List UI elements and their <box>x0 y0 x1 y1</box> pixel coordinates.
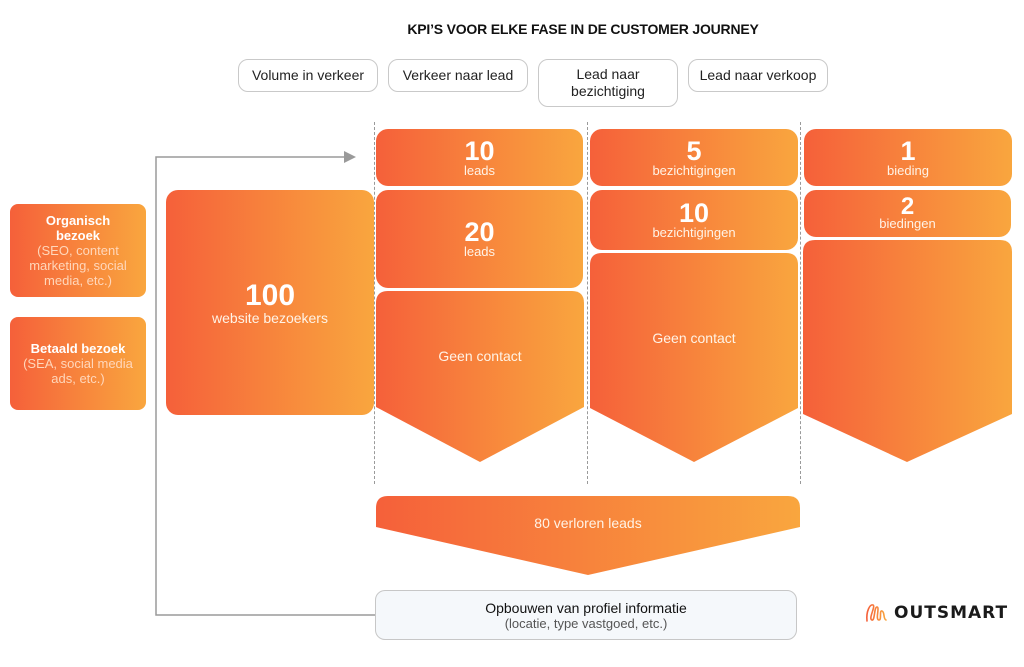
stage-label-line2: bezichtiging <box>571 83 645 99</box>
no-contact-arrow-3 <box>803 240 1012 462</box>
source-title: Betaald bezoek <box>30 341 126 356</box>
kpi-box-10-leads: 10 leads <box>376 129 583 186</box>
source-betaald-bezoek: Betaald bezoek (SEA, social media ads, e… <box>10 317 146 410</box>
stage-label: Verkeer naar lead <box>402 67 514 83</box>
column-divider <box>587 122 588 484</box>
stage-volume-in-verkeer: Volume in verkeer <box>238 59 378 92</box>
visitors-value: 100 <box>244 278 296 312</box>
source-organisch-bezoek: Organisch bezoek (SEO, content marketing… <box>10 204 146 297</box>
stage-verkeer-naar-lead: Verkeer naar lead <box>388 59 528 92</box>
profile-info-box: Opbouwen van profiel informatie (locatie… <box>375 590 797 640</box>
kpi-label: bieding <box>887 162 929 178</box>
no-contact-label-box: Geen contact <box>376 291 584 421</box>
profile-title: Opbouwen van profiel informatie <box>485 599 687 616</box>
diagram-title: KPI’S VOOR ELKE FASE IN DE CUSTOMER JOUR… <box>407 21 759 37</box>
kpi-value: 10 <box>678 198 710 228</box>
source-sub-line1: (SEA, social media <box>23 356 133 371</box>
empty-label-box <box>803 240 1012 420</box>
logo-text: OUTSMART <box>894 603 1009 623</box>
kpi-box-20-leads: 20 leads <box>376 190 583 288</box>
column-divider <box>800 122 801 484</box>
stage-lead-naar-bezichtiging: Lead naar bezichtiging <box>538 59 678 107</box>
no-contact-arrow-1 <box>376 291 584 462</box>
kpi-box-1-bieding: 1 bieding <box>804 129 1012 186</box>
no-contact-label: Geen contact <box>652 330 736 346</box>
stage-label: Lead naar verkoop <box>699 67 817 83</box>
kpi-value: 20 <box>464 217 495 247</box>
kpi-box-5-bezichtigingen: 5 bezichtigingen <box>590 129 798 186</box>
kpi-value: 10 <box>464 135 495 166</box>
arrow-head-icon <box>344 151 356 163</box>
lost-leads-label: 80 verloren leads <box>534 515 642 531</box>
no-contact-arrow-2 <box>590 253 798 462</box>
no-contact-label: Geen contact <box>438 348 522 364</box>
stage-label-line1: Lead naar <box>576 66 640 82</box>
visitors-box: 100 website bezoekers <box>166 190 374 415</box>
stage-label: Volume in verkeer <box>251 67 365 83</box>
source-sub-line2: ads, etc.) <box>51 371 105 386</box>
arrow-shape <box>376 291 584 462</box>
kpi-value: 1 <box>900 135 916 166</box>
kpi-value: 5 <box>686 135 702 166</box>
source-sub-line1: (SEO, content <box>37 243 119 258</box>
visitors-label: website bezoekers <box>212 309 328 326</box>
arrow-shape <box>590 253 798 462</box>
kpi-value: 2 <box>900 193 915 220</box>
kpi-label: leads <box>463 244 496 259</box>
source-sub-line2: marketing, social <box>29 258 127 273</box>
kpi-box-10-bezichtigingen: 10 bezichtigingen <box>590 190 798 250</box>
profile-subtitle: (locatie, type vastgoed, etc.) <box>504 615 668 631</box>
stage-lead-naar-verkoop: Lead naar verkoop <box>688 59 828 92</box>
source-sub-line3: media, etc.) <box>44 273 112 288</box>
connector-line <box>155 156 376 616</box>
kpi-label: bezichtigingen <box>652 162 736 178</box>
lost-leads-arrow <box>376 496 800 575</box>
kpi-label: bezichtigingen <box>652 225 736 240</box>
source-title-line2: bezoek <box>55 228 101 243</box>
column-divider <box>374 122 375 484</box>
kpi-box-2-biedingen: 2 biedingen <box>804 190 1011 237</box>
no-contact-label-box: Geen contact <box>590 253 798 423</box>
arrow-shape <box>803 240 1012 462</box>
outsmart-logo: OUTSMART <box>864 601 1008 625</box>
kpi-label: leads <box>463 162 496 178</box>
arrow-shape <box>376 496 800 575</box>
source-title-line1: Organisch <box>45 213 111 228</box>
outsmart-scribble-icon <box>866 604 887 622</box>
kpi-label: biedingen <box>879 216 936 231</box>
